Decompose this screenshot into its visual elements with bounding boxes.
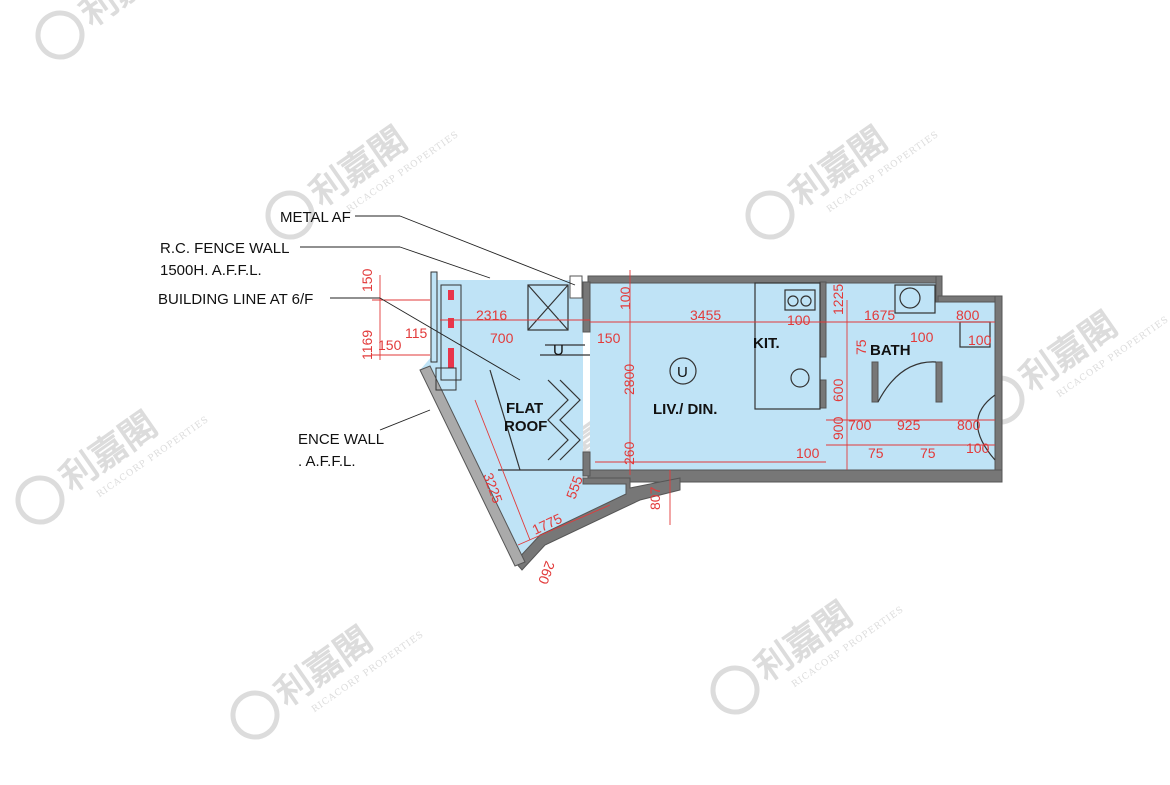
room-labels: U LIV./ DIN. KIT. BATH FLAT ROOF U [504, 335, 911, 435]
dim-text: 75 [853, 339, 869, 355]
room-kitchen: KIT. [753, 335, 780, 352]
dim-text: 75 [868, 445, 884, 461]
sink-icon [790, 368, 810, 388]
dim-text: 75 [920, 445, 936, 461]
dim-text: 150 [378, 337, 402, 353]
stair-up-mark: U [553, 342, 564, 359]
dim-text: 807 [647, 486, 663, 510]
dim-text: 3455 [690, 307, 721, 323]
dim-text: 925 [897, 417, 921, 433]
dim-text: 150 [597, 330, 621, 346]
dim-text: 1675 [864, 307, 895, 323]
wall-diagonal-bottom [514, 477, 681, 571]
label-metal-af: METAL AF [280, 209, 351, 226]
fence-wall [430, 271, 462, 391]
watermark-logo: 利嘉閣 RICACORP PROPERTIES [15, 404, 211, 525]
interior-details [489, 282, 996, 471]
wall-left-living-lower [582, 451, 591, 477]
dim-text: 2800 [621, 364, 637, 395]
wall-right [994, 295, 1003, 483]
entry-door-swing [976, 394, 996, 461]
dim-text: 1169 [359, 330, 375, 360]
bath-door-swing [877, 361, 937, 403]
wall-diagonal-left [419, 365, 526, 567]
floor-fill [420, 280, 995, 562]
dim-text: 260 [621, 441, 637, 465]
dim-text: 150 [359, 268, 375, 292]
wall-bath-top [937, 295, 1001, 303]
dim-text: 100 [787, 312, 811, 328]
unit-circle [669, 357, 697, 385]
label-rc-fence-wall: R.C. FENCE WALL [160, 240, 289, 257]
dim-text: 555 [563, 473, 586, 501]
stair-arrows [559, 379, 581, 461]
dim-text: 260 [535, 559, 558, 587]
watermark-logo: 利嘉閣 RICACORP PROPERTIES [230, 619, 426, 740]
watermark-logo: 利嘉閣 RICACORP PROPERTIES [710, 594, 906, 715]
watermark-logo: 利嘉閣 RICACORP PROPERTIES [745, 119, 941, 240]
room-bath: BATH [870, 342, 911, 359]
watermark-logo: 利嘉閣 RICACORP PROPERTIES [265, 119, 461, 240]
flat-roof-area [420, 280, 630, 562]
wall-left-living [582, 281, 591, 333]
wall-column [569, 275, 583, 299]
basin-icon [899, 287, 921, 309]
wall-kit-bath [819, 281, 827, 358]
dim-text: 900 [830, 416, 846, 440]
kitchen-counter [754, 282, 821, 410]
dim-text: 800 [957, 417, 981, 433]
hob-icon [800, 295, 812, 307]
dim-text: 600 [830, 378, 846, 402]
hob-icon [787, 295, 799, 307]
label-building-line: BUILDING LINE AT 6/F [158, 291, 313, 308]
room-living-dining: LIV./ DIN. [653, 401, 717, 418]
watermark-logo: 利嘉閣 [35, 0, 186, 60]
annotation-labels: METAL AF R.C. FENCE WALL 1500H. A.F.F.L.… [158, 209, 384, 470]
label-fence-wall-height: . A.F.F.L. [298, 453, 356, 470]
watermark-text: 利嘉閣 [73, 0, 186, 35]
dim-text: 1225 [830, 284, 846, 315]
wall-bottom [587, 469, 1003, 483]
unit-mark: U [677, 364, 688, 381]
dim-text: 700 [490, 330, 514, 346]
dim-text: 800 [956, 307, 980, 323]
dim-text: 100 [966, 440, 990, 456]
dim-text: 115 [405, 325, 428, 341]
dim-text: 100 [968, 332, 992, 348]
dim-text: 700 [848, 417, 872, 433]
dim-text: 2316 [476, 307, 507, 323]
stair-box [527, 284, 569, 331]
wall-bath-inner2 [935, 361, 943, 403]
wall-top [587, 275, 941, 284]
leader-lines [300, 215, 576, 431]
dimension-lines [372, 270, 995, 546]
room-flat-roof-line2: ROOF [504, 418, 547, 435]
label-fence-wall: ENCE WALL [298, 431, 384, 448]
room-flat-roof-line1: FLAT [506, 400, 543, 417]
dim-text: 100 [617, 286, 633, 310]
living-dining-area [590, 282, 995, 470]
wall-bath-inner [871, 361, 879, 403]
wall-kit-bath-lower [819, 379, 827, 409]
dim-text: 100 [910, 329, 934, 345]
dim-text: 100 [796, 445, 820, 461]
label-rc-fence-wall-height: 1500H. A.F.F.L. [160, 262, 262, 279]
